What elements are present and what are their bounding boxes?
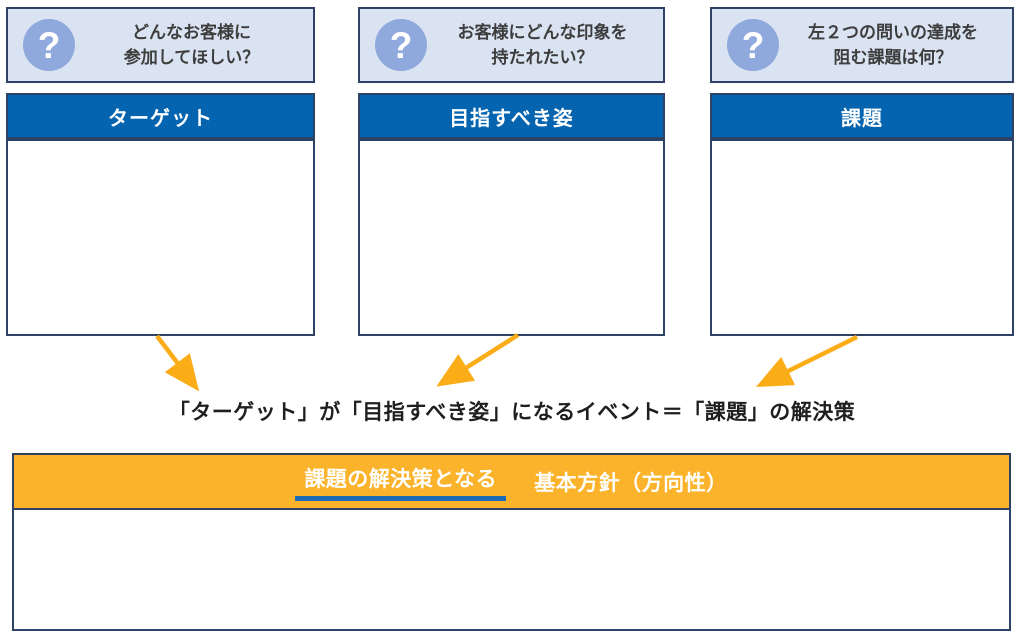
question-text-line1: お客様にどんな印象を — [457, 22, 628, 42]
column-header-issues: 課題 — [710, 93, 1014, 139]
basic-policy-header: 課題の解決策となる 基本方針（方向性） — [14, 455, 1009, 510]
basic-policy-body — [14, 510, 1009, 629]
arrow-ideal-image-icon — [436, 333, 520, 387]
question-box-issues: ? 左２つの問いの達成を 阻む課題は何？ — [710, 7, 1014, 83]
question-text-target: どんなお客様に 参加してほしい？ — [70, 20, 313, 71]
column-issues: ? 左２つの問いの達成を 阻む課題は何？ 課題 — [710, 0, 1014, 336]
question-mark-icon: ? — [23, 19, 75, 71]
column-body-issues — [710, 139, 1014, 336]
middle-statement: 「ターゲット」が「目指すべき姿」になるイベント＝「課題」の解決策 — [168, 401, 856, 424]
question-text-line1: 左２つの問いの達成を — [808, 22, 978, 42]
column-body-ideal-image — [358, 139, 665, 336]
question-text-line2: 阻む課題は何？ — [833, 48, 953, 67]
basic-policy-title: 基本方針（方向性） — [534, 471, 728, 495]
question-text-ideal-image: お客様にどんな印象を 持たれたい？ — [422, 20, 663, 71]
column-body-target — [6, 139, 315, 336]
column-header-ideal-image: 目指すべき姿 — [358, 93, 665, 139]
question-text-line2: 参加してほしい？ — [123, 48, 260, 67]
question-text-line2: 持たれたい？ — [491, 48, 594, 67]
question-box-ideal-image: ? お客様にどんな印象を 持たれたい？ — [358, 7, 665, 83]
column-ideal-image: ? お客様にどんな印象を 持たれたい？ 目指すべき姿 — [358, 0, 665, 336]
column-target: ? どんなお客様に 参加してほしい？ ターゲット — [6, 0, 315, 336]
question-text-issues: 左２つの問いの達成を 阻む課題は何？ — [774, 20, 1012, 71]
basic-policy-underlined-label: 課題の解決策となる — [295, 463, 507, 501]
arrow-issues-icon — [755, 334, 858, 387]
question-mark-icon: ? — [727, 19, 779, 71]
column-header-target: ターゲット — [6, 93, 315, 139]
question-mark-icon: ? — [375, 19, 427, 71]
basic-policy-box: 課題の解決策となる 基本方針（方向性） — [12, 453, 1011, 631]
arrow-target-icon — [155, 334, 200, 392]
question-box-target: ? どんなお客様に 参加してほしい？ — [6, 7, 315, 83]
question-text-line1: どんなお客様に — [132, 22, 251, 42]
